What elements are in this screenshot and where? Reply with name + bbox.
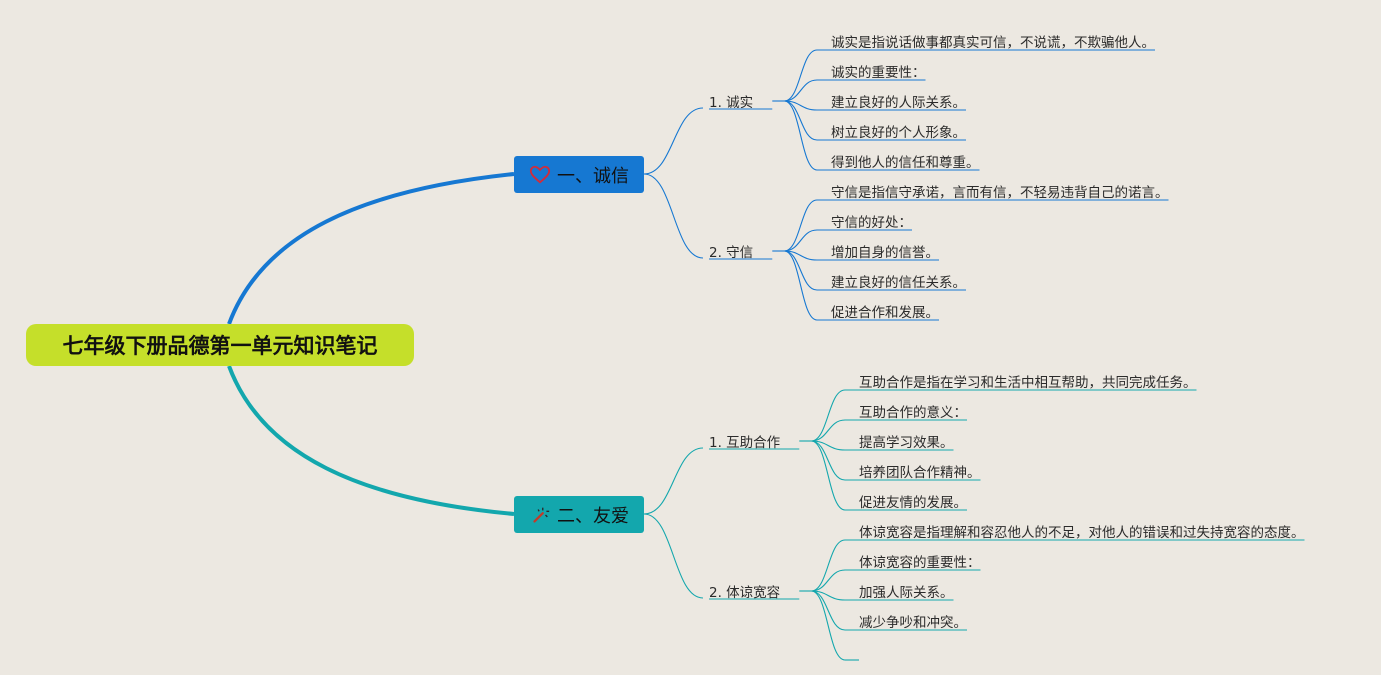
heart-icon: [529, 165, 551, 184]
topic-to-leaf-curve: [811, 419, 846, 442]
topic-to-leaf-curve: [811, 590, 846, 661]
root-to-branch-1-curve: [227, 172, 515, 325]
topic-to-leaf-curve: [784, 199, 818, 252]
branch-youai[interactable]: 二、友爱: [514, 496, 644, 533]
leaf-item[interactable]: 提高学习效果。: [859, 435, 954, 451]
branch-to-topic-curve: [643, 447, 704, 515]
leaf-item[interactable]: 互助合作是指在学习和生活中相互帮助，共同完成任务。: [859, 375, 1197, 391]
branch-to-topic-curve: [643, 107, 704, 175]
leaf-item[interactable]: 促进友情的发展。: [859, 495, 967, 511]
branch-label: 二、友爱: [557, 505, 629, 527]
leaf-item[interactable]: 培养团队合作精神。: [859, 465, 981, 481]
topic-to-leaf-curve: [784, 79, 818, 102]
leaf-item[interactable]: 减少争吵和冲突。: [859, 615, 967, 631]
leaf-item[interactable]: 守信是指信守承诺，言而有信，不轻易违背自己的诺言。: [831, 185, 1169, 201]
leaf-item[interactable]: 守信的好处：: [831, 215, 912, 231]
leaf-item[interactable]: 建立良好的信任关系。: [831, 275, 966, 291]
root-topic[interactable]: 七年级下册品德第一单元知识笔记: [26, 324, 414, 366]
topic-to-leaf-curve: [784, 100, 818, 171]
branch-label: 一、诚信: [557, 165, 629, 187]
topic-tiliang-kuanrong[interactable]: 2. 体谅宽容: [709, 585, 781, 601]
leaf-item[interactable]: 树立良好的个人形象。: [831, 125, 966, 141]
leaf-item[interactable]: 建立良好的人际关系。: [831, 95, 966, 111]
topic-to-leaf-curve: [811, 569, 846, 592]
topic-to-leaf-curve: [784, 250, 818, 321]
leaf-item[interactable]: 体谅宽容是指理解和容忍他人的不足，对他人的错误和过失持宽容的态度。: [859, 525, 1305, 541]
topic-shouxin[interactable]: 2. 守信: [709, 245, 754, 261]
topic-to-leaf-curve: [784, 229, 818, 252]
root-to-branch-2-curve: [227, 365, 515, 516]
topic-chengshi[interactable]: 1. 诚实: [709, 95, 754, 111]
topic-to-leaf-curve: [811, 440, 846, 511]
leaf-item[interactable]: 促进合作和发展。: [831, 305, 939, 321]
leaf-item[interactable]: 加强人际关系。: [859, 585, 954, 601]
leaf-item[interactable]: 互助合作的意义：: [859, 405, 967, 421]
leaf-item[interactable]: 得到他人的信任和尊重。: [831, 155, 980, 171]
topic-to-leaf-curve: [811, 389, 846, 442]
topic-huzhu-hezuo[interactable]: 1. 互助合作: [709, 435, 781, 451]
branch-chengxin[interactable]: 一、诚信: [514, 156, 644, 193]
root-title: 七年级下册品德第一单元知识笔记: [62, 334, 378, 358]
leaf-item[interactable]: 体谅宽容的重要性：: [859, 555, 981, 571]
leaf-item[interactable]: 诚实是指说话做事都真实可信，不说谎，不欺骗他人。: [831, 35, 1155, 51]
leaf-item[interactable]: 增加自身的信誉。: [831, 245, 939, 261]
magic-wand-icon: [533, 507, 550, 523]
branch-to-topic-curve: [643, 173, 704, 259]
topic-to-leaf-curve: [811, 539, 846, 592]
leaf-item[interactable]: 诚实的重要性：: [831, 65, 926, 81]
topic-to-leaf-curve: [784, 49, 818, 102]
branch-to-topic-curve: [643, 513, 704, 599]
